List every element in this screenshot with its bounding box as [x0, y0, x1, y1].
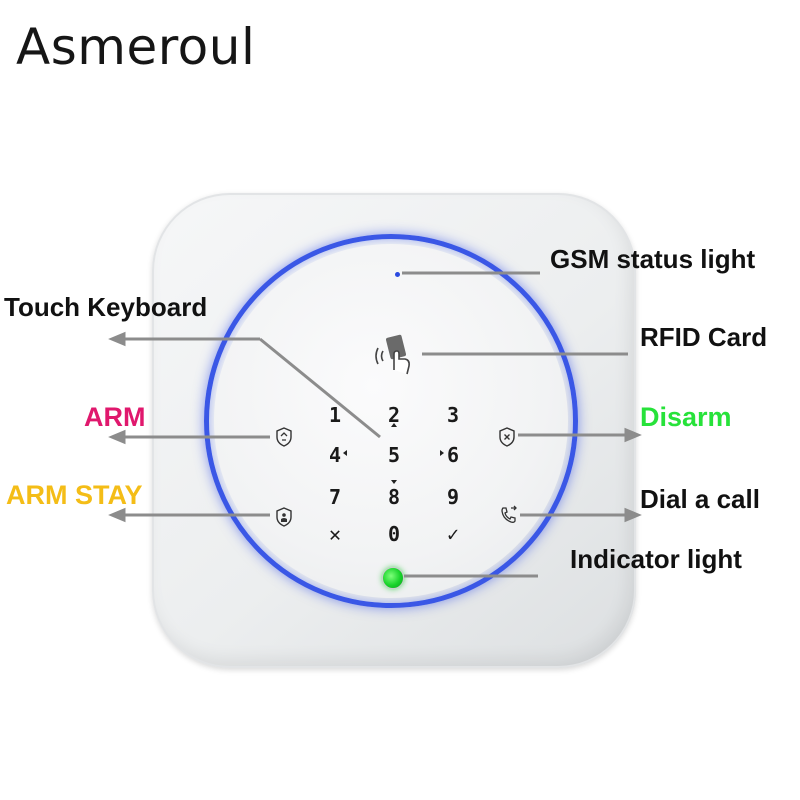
touch-keyboard-label: Touch Keyboard [4, 292, 208, 322]
dial-a-call-label: Dial a call [640, 484, 760, 514]
key-confirm[interactable]: ✓ [446, 522, 460, 546]
brand-box: Asmeroul [0, 0, 287, 86]
blue-light-ring [204, 234, 578, 608]
touch-panel-face [214, 244, 568, 598]
disarm-label: Disarm [640, 402, 732, 432]
indicator-light-label: Indicator light [570, 544, 742, 574]
key-cancel[interactable]: ✕ [328, 522, 342, 546]
dial-phone-icon[interactable] [499, 505, 519, 525]
brand-name: Asmeroul [16, 18, 256, 76]
gsm-status-light-label: GSM status light [550, 244, 756, 274]
key-7[interactable]: 7 [328, 485, 342, 509]
key-9[interactable]: 9 [446, 485, 460, 509]
rfid-card-label: RFID Card [640, 322, 768, 352]
key-3[interactable]: 3 [446, 403, 460, 427]
indicator-light [382, 567, 404, 589]
key-0[interactable]: 0 [387, 522, 401, 546]
disarm-shield-icon[interactable] [498, 427, 516, 447]
arm-shield-icon[interactable] [275, 427, 293, 447]
key-5[interactable]: 5 [387, 443, 401, 467]
arm-stay-shield-icon[interactable] [275, 507, 293, 527]
key-4[interactable]: 4 [328, 443, 342, 467]
key-6[interactable]: 6 [446, 443, 460, 467]
gsm-status-light [395, 272, 400, 277]
key-8[interactable]: 8 [387, 485, 401, 509]
arm-label: ARM [84, 402, 146, 432]
key-1[interactable]: 1 [328, 403, 342, 427]
key-2[interactable]: 2 [387, 403, 401, 427]
rfid-card-icon[interactable] [372, 332, 422, 376]
arm-stay-label: ARM STAY [6, 480, 143, 510]
